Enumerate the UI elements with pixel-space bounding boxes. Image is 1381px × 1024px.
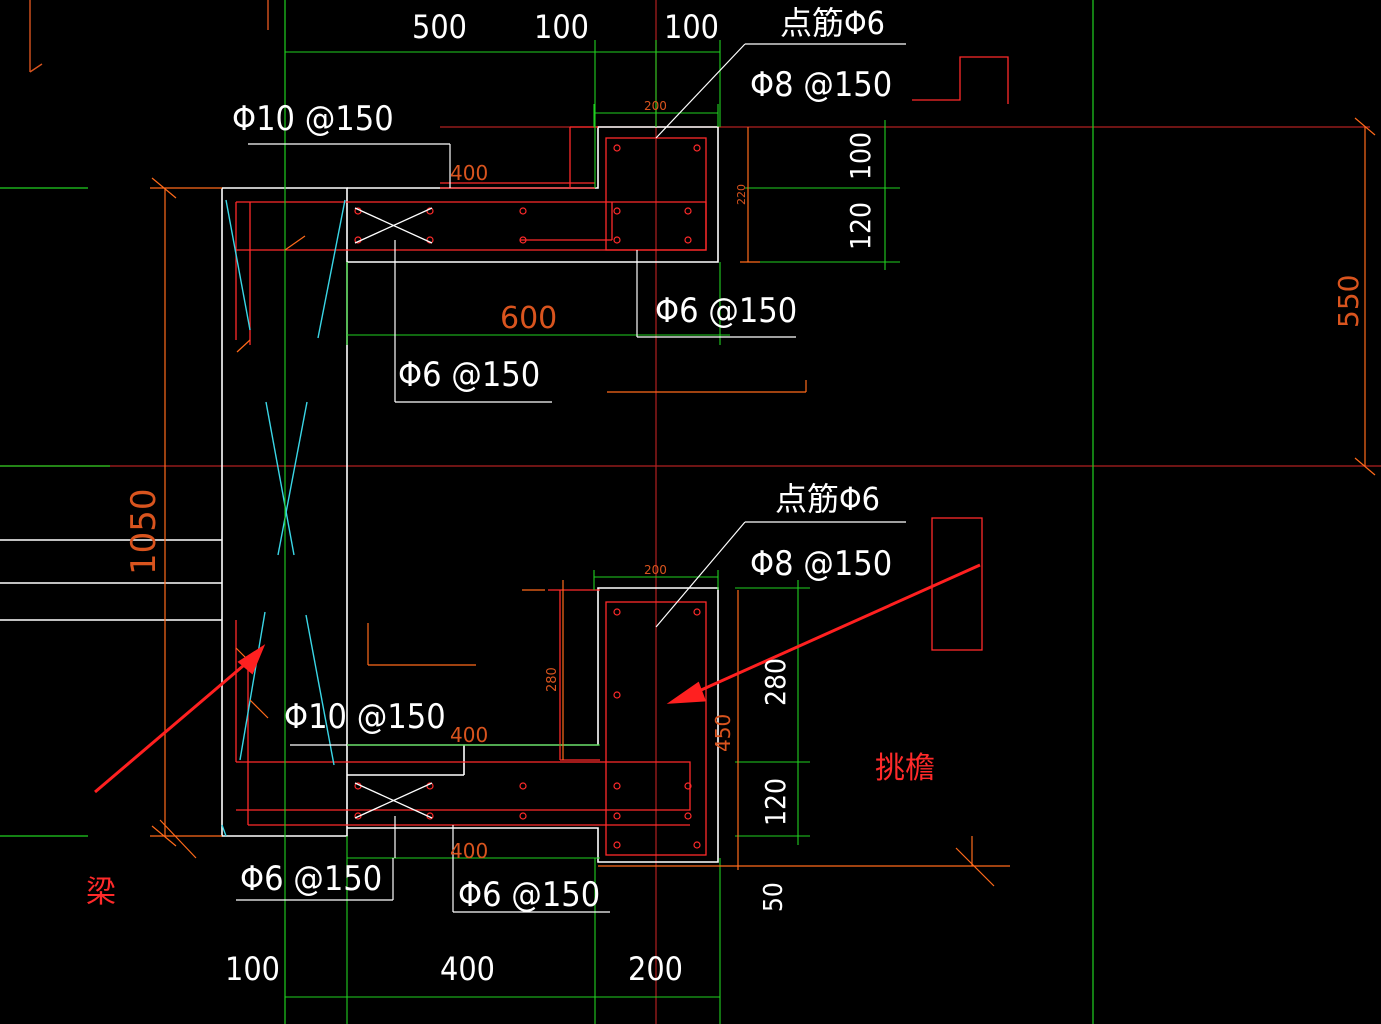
dim-220: 220 [735, 184, 748, 205]
dim-280-right: 280 [759, 658, 792, 706]
dimension-lines [284, 40, 900, 1024]
dim-280-small: 280 [545, 667, 560, 692]
dim-top-100a: 100 [534, 8, 589, 46]
phi8-top-label: Φ8 @150 [750, 65, 892, 105]
phi6-bottom-left-label: Φ6 @150 [240, 859, 382, 899]
phi6-bottom-mid-label: Φ6 @150 [458, 875, 600, 915]
annotation-arrows [94, 563, 981, 794]
green-grid-lines [0, 0, 1094, 1024]
dim-600: 600 [500, 301, 557, 336]
dim-top-500: 500 [412, 8, 467, 46]
dim-200-top: 200 [644, 99, 667, 113]
dim-100-right: 100 [844, 132, 877, 180]
dianjin-bottom-label: 点筋Φ6 [775, 480, 880, 518]
dim-400-bottom-upper: 400 [450, 723, 488, 747]
dim-bottom-200: 200 [628, 950, 683, 988]
left-marks [29, 0, 269, 73]
dim-bottom-100: 100 [225, 950, 280, 988]
phi8-bottom-label: Φ8 @150 [750, 544, 892, 584]
x-marks [354, 207, 433, 819]
dim-400-top: 400 [450, 161, 488, 185]
dim-50: 50 [759, 882, 789, 912]
phi6-top-right-label: Φ6 @150 [655, 291, 797, 331]
phi10-bottom-label: Φ10 @150 [284, 697, 446, 737]
dim-120-right-top: 120 [844, 202, 877, 250]
cyan-diagonals [221, 199, 346, 837]
dim-450: 450 [711, 714, 735, 752]
labels: 500 100 100 点筋Φ6 Φ8 @150 Φ10 @150 400 20… [86, 4, 1365, 988]
dim-200-bottom: 200 [644, 563, 667, 577]
leader-lines [236, 43, 906, 913]
dim-400-bottom-lower: 400 [450, 839, 488, 863]
dim-top-100b: 100 [664, 8, 719, 46]
dianjin-top-label: 点筋Φ6 [780, 4, 885, 42]
beam-annotation: 梁 [86, 875, 116, 910]
eave-annotation: 挑檐 [875, 751, 935, 786]
dim-120-right-bottom: 120 [759, 778, 792, 826]
orange-dimensions [150, 117, 1376, 887]
phi6-top-mid-label: Φ6 @150 [398, 355, 540, 395]
rebar-dots [354, 144, 701, 849]
dim-550: 550 [1332, 275, 1365, 328]
dim-bottom-400: 400 [440, 950, 495, 988]
dim-1050: 1050 [124, 488, 164, 575]
rebar-lines [235, 56, 1009, 856]
phi10-top-label: Φ10 @150 [232, 99, 394, 139]
